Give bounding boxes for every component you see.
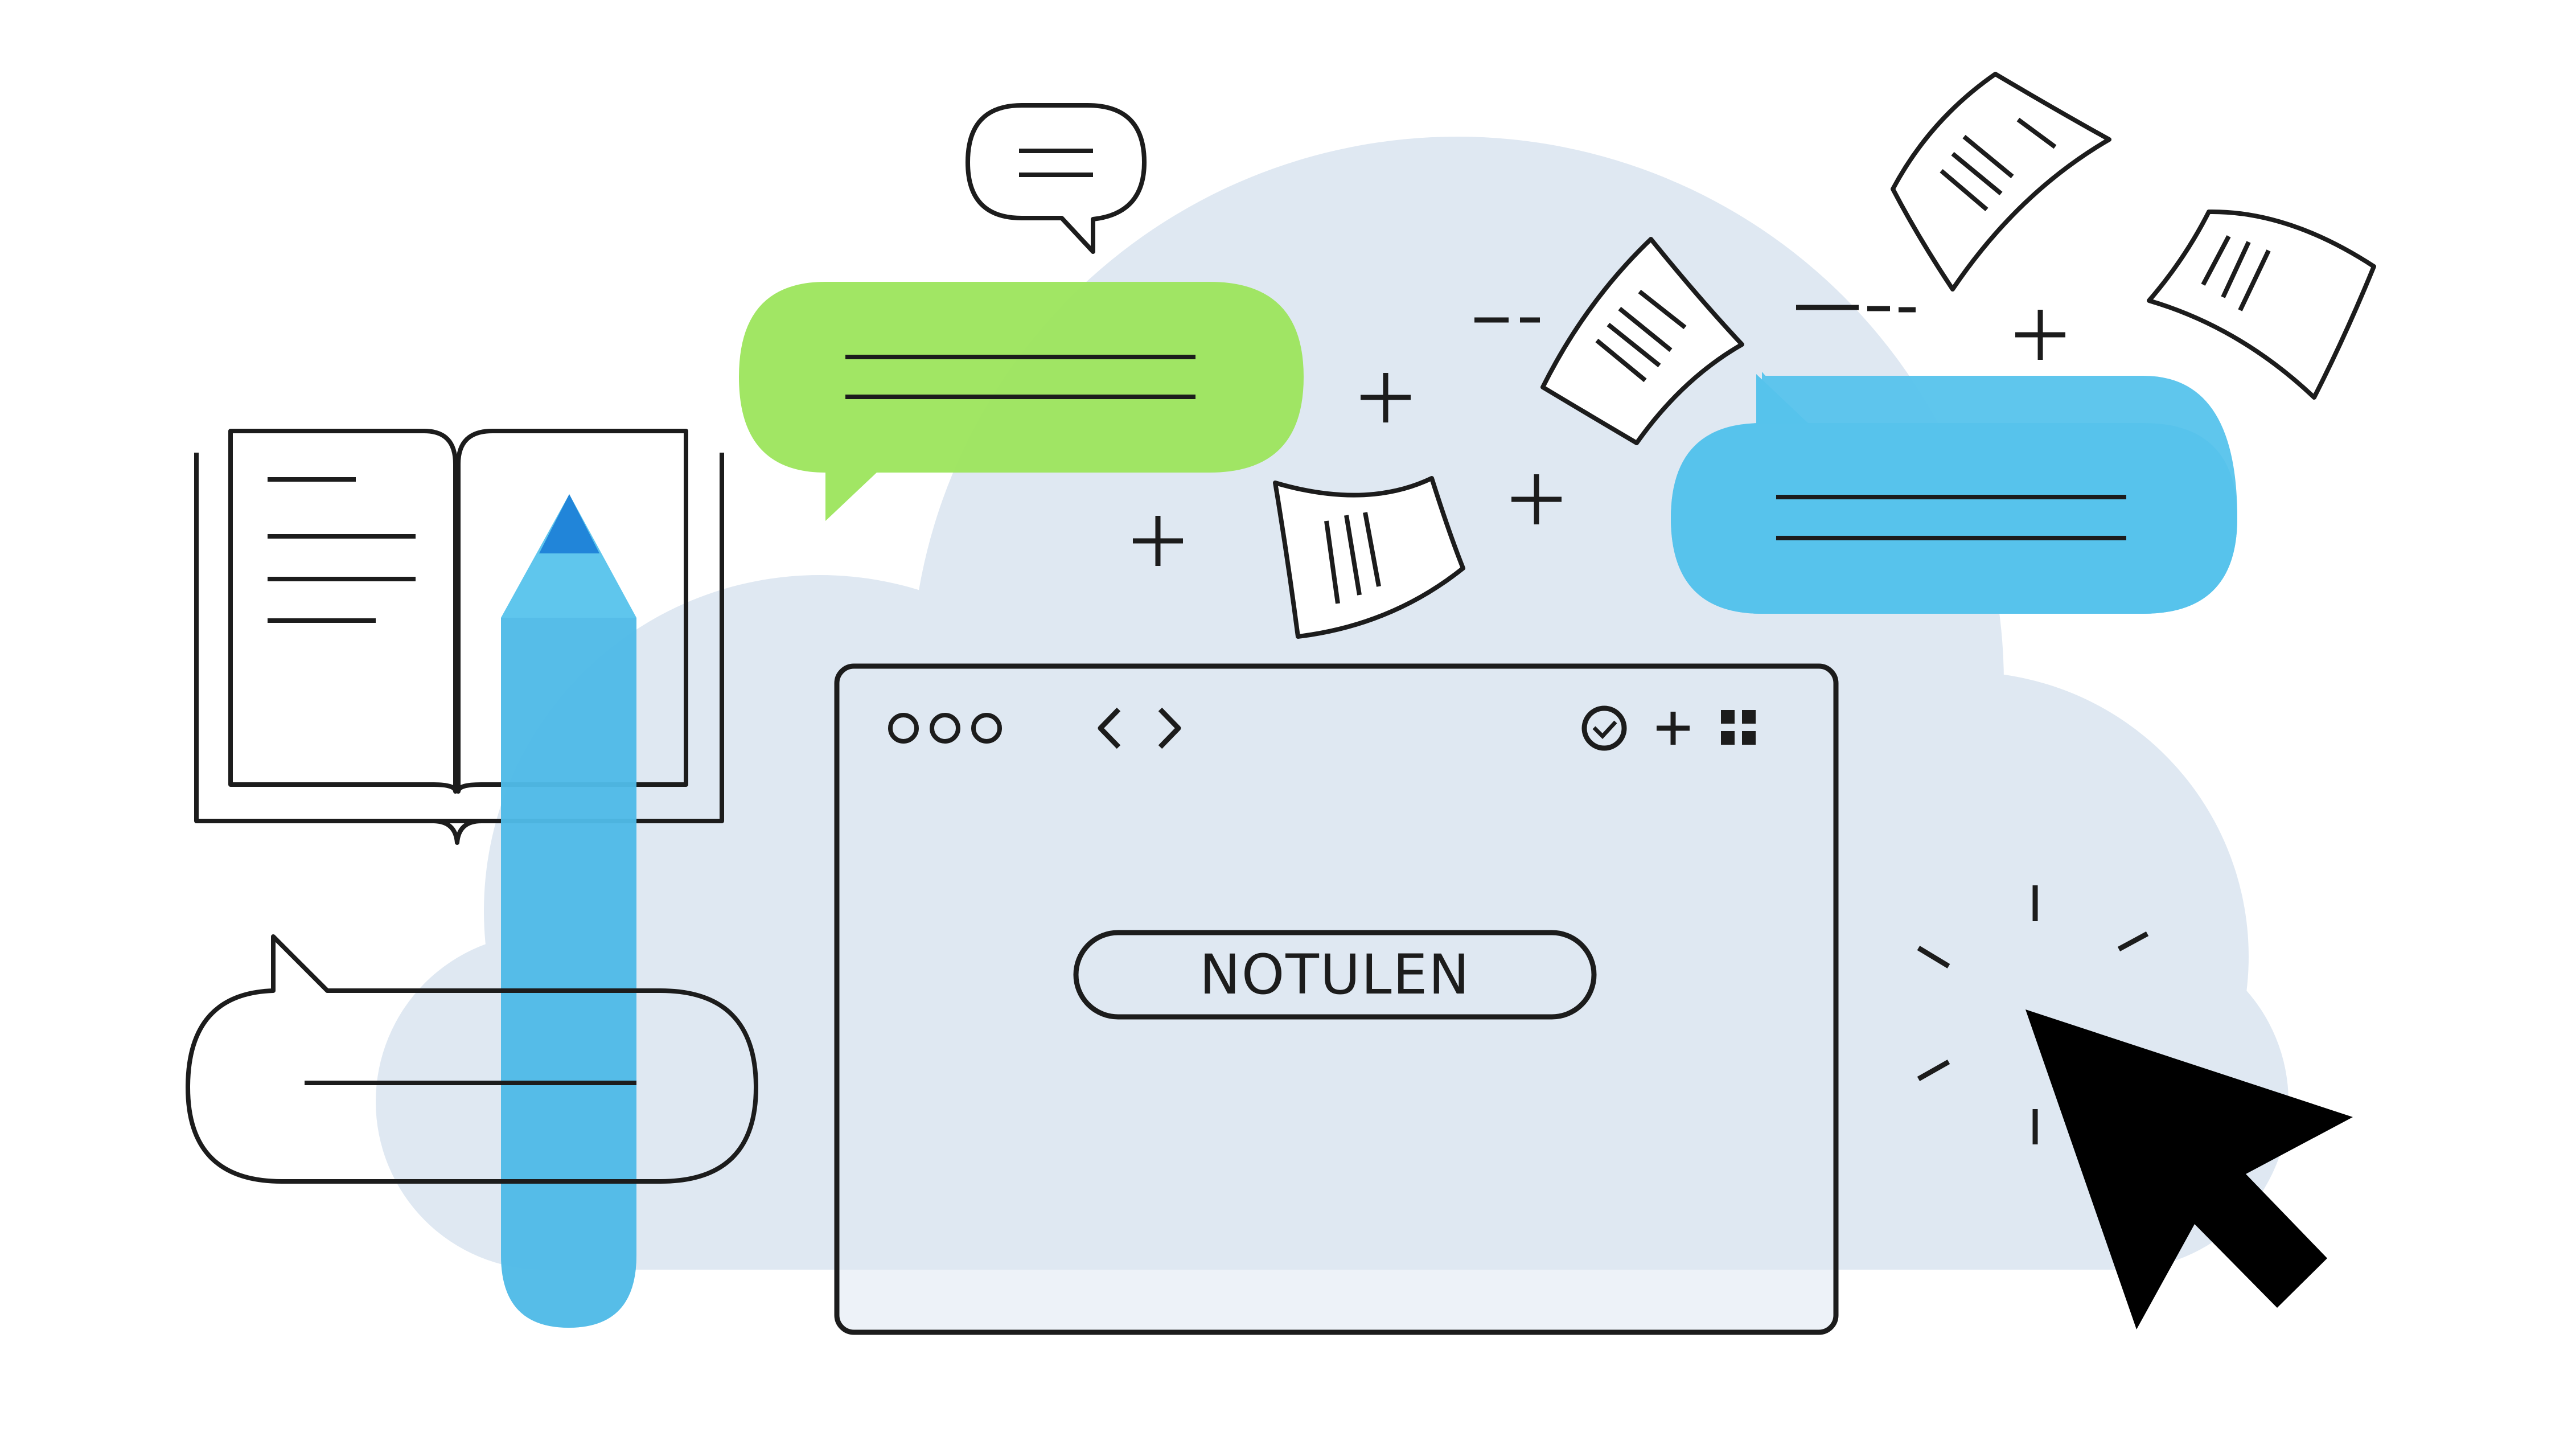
window-dots[interactable]: [888, 713, 1002, 744]
speech-bubble-blue: [1671, 372, 2237, 614]
click-burst-marks: [1917, 885, 2149, 1144]
speech-bubble-outline-small: [966, 103, 1147, 254]
grid-icon[interactable]: [1721, 710, 1756, 745]
window-dot-icon[interactable]: [930, 713, 960, 744]
back-chevron-icon[interactable]: [1098, 707, 1121, 749]
dash-marks: [1474, 305, 1916, 323]
pencil-icon: [501, 494, 636, 1328]
document-icon: [1273, 476, 1465, 639]
window-dot-icon[interactable]: [888, 713, 919, 744]
plus-sign-icon: [1133, 310, 2065, 566]
notulen-button[interactable]: NOTULEN: [1073, 930, 1597, 1020]
forward-chevron-icon[interactable]: [1158, 707, 1181, 749]
speech-bubble-outline-large: [186, 934, 758, 1184]
check-circle-icon[interactable]: [1581, 705, 1627, 751]
document-icon: [1891, 72, 2111, 292]
open-book-icon: [194, 429, 724, 845]
cursor-arrow-icon: [2026, 1009, 2353, 1329]
document-icon: [1540, 237, 1744, 445]
browser-window: NOTULEN: [834, 663, 1839, 1335]
document-icon: [2147, 209, 2376, 400]
plus-icon[interactable]: [1657, 712, 1690, 745]
speech-bubble-green: [739, 282, 1304, 521]
window-dot-icon[interactable]: [971, 713, 1002, 744]
notulen-button-label: NOTULEN: [1199, 943, 1470, 1007]
